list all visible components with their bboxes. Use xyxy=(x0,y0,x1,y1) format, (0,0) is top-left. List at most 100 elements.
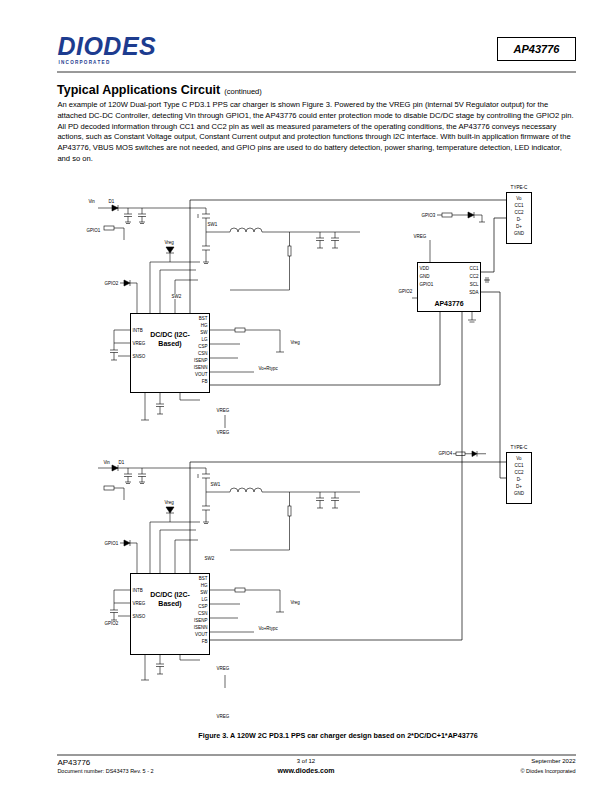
signal-wire xyxy=(190,462,506,573)
signal-label: GPIO4 xyxy=(438,451,453,456)
pin-name: CSP xyxy=(198,344,208,349)
diode-symbol xyxy=(118,205,119,211)
resistor-symbol xyxy=(235,328,245,332)
wire xyxy=(110,330,130,360)
diode-symbol xyxy=(166,247,174,253)
pin-name: HG xyxy=(200,323,208,328)
pin-name: CSP xyxy=(198,604,208,609)
pin-name: HG xyxy=(200,583,208,588)
pin-name: SW xyxy=(200,330,208,335)
wire xyxy=(474,212,485,222)
signal-wire xyxy=(190,200,506,313)
pin-name: INTB xyxy=(132,328,143,333)
pin-name: VDD xyxy=(419,266,429,271)
resistor-symbol xyxy=(442,213,452,217)
block-label: DC/DC (I2C-Based) xyxy=(147,331,193,349)
pin-name: D+ xyxy=(516,484,523,489)
pin-name: FB xyxy=(201,639,208,644)
pin-name: CSN xyxy=(198,351,208,356)
pin-name: VREG xyxy=(132,341,146,346)
wire xyxy=(225,415,226,428)
mosfet-gate xyxy=(198,214,199,218)
capacitor-symbol xyxy=(124,208,132,224)
footer-text: AP43776 xyxy=(57,758,91,767)
pin-name: ISENN xyxy=(193,365,208,370)
pin-name: SNSO xyxy=(132,354,146,359)
pin-name: SDA xyxy=(469,290,479,295)
signal-wire xyxy=(481,292,506,478)
signal-label: Vreg xyxy=(290,600,300,605)
signal-label: VREG xyxy=(216,666,230,671)
connector-heading: TYPE-C xyxy=(511,445,528,451)
pin-name: GND xyxy=(514,491,525,496)
figure-caption: Figure 3. A 120W 2C PD3.1 PPS car charge… xyxy=(198,731,477,740)
pin-name: CC2 xyxy=(514,470,524,475)
signal-label: GPIO1 xyxy=(104,541,119,546)
wire xyxy=(120,280,137,313)
pin-name: Vo xyxy=(516,196,522,201)
pin-name: GND xyxy=(419,274,430,279)
header-rule xyxy=(57,72,576,73)
wire xyxy=(210,330,254,372)
wire xyxy=(437,215,468,216)
connector-heading: TYPE-C xyxy=(511,185,528,191)
company-logo: I N C O R P O R A T E D xyxy=(58,60,110,65)
signal-wire xyxy=(210,312,462,640)
footer-text: 3 of 12 xyxy=(296,758,315,765)
pin-name: D+ xyxy=(516,224,523,229)
capacitor-symbol xyxy=(138,208,146,224)
capacitor-symbol xyxy=(331,232,339,248)
pin-name: Vo xyxy=(516,456,522,461)
signal-label: SW1 xyxy=(210,482,221,487)
title-row: Typical Applications Circuit(continued) xyxy=(57,83,262,97)
signal-label: Vo+Rtypc xyxy=(258,626,278,631)
part-number-box: AP43776 xyxy=(497,37,576,61)
signal-label: GPIO3 xyxy=(421,213,436,218)
pin-name: CC1 xyxy=(514,463,524,468)
pin-name: LG xyxy=(201,337,208,342)
led-symbol xyxy=(472,451,477,457)
diode-symbol xyxy=(112,205,118,211)
wire xyxy=(230,232,290,290)
pin-name: ISENN xyxy=(193,625,208,630)
pin-name: FB xyxy=(201,379,208,384)
footer-text: © Diodes Incorporated xyxy=(520,768,576,774)
signal-label: GPIO2 xyxy=(398,289,413,294)
signal-label: GPIO2 xyxy=(104,621,119,626)
signal-label: VREG xyxy=(413,234,427,239)
capacitor-symbol xyxy=(484,277,490,283)
section-title: Typical Applications Circuit xyxy=(57,83,220,97)
pin-name: SCL xyxy=(469,282,479,287)
wire xyxy=(114,228,124,240)
pin-name: SNSO xyxy=(132,614,146,619)
signal-label: SW2 xyxy=(204,556,215,561)
resistor-symbol xyxy=(456,452,465,456)
pin-name: CC1 xyxy=(514,203,524,208)
footer-text: September 2022 xyxy=(531,758,576,765)
inductor-symbol xyxy=(230,228,262,232)
pin-name: D- xyxy=(516,217,522,222)
pin-name: ISENP xyxy=(194,358,208,363)
pin-name: ISENP xyxy=(194,618,208,623)
company-logo: DIODES xyxy=(57,32,157,61)
signal-label: Vreg xyxy=(164,240,174,245)
signal-label: D1 xyxy=(108,199,115,204)
pin-name: INTB xyxy=(132,588,143,593)
pin-name: BST xyxy=(198,316,208,321)
pin-name: D- xyxy=(516,477,522,482)
footer-rule xyxy=(57,755,576,756)
signal-label: GPIO1 xyxy=(86,228,101,233)
signal-label: Vo+Rtypc xyxy=(258,366,278,371)
mosfet-symbol xyxy=(200,208,210,232)
signal-label: SW2 xyxy=(171,294,182,299)
wire xyxy=(150,253,200,313)
signal-label: Vreg xyxy=(164,500,174,505)
wire xyxy=(262,232,360,233)
wire xyxy=(477,451,486,457)
pin-name: VREG xyxy=(132,601,146,606)
capacitor-symbol xyxy=(316,232,324,248)
power-stage xyxy=(98,205,360,428)
footer-text: Document number: DS43473 Rev. 5 - 2 xyxy=(57,768,154,774)
power-stage xyxy=(98,465,360,688)
